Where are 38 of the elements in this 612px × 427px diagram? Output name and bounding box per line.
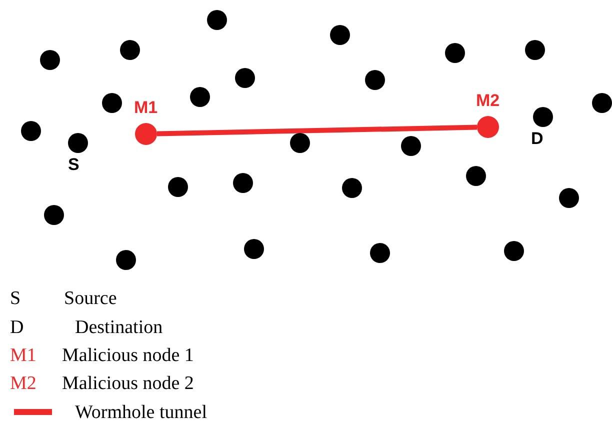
network-node: [168, 177, 188, 197]
wormhole-line: [156, 124, 478, 136]
network-node: [559, 188, 579, 208]
legend-text: Source: [64, 289, 117, 308]
network-node: [44, 205, 64, 225]
legend-text: Malicious node 1: [62, 346, 194, 365]
network-node: [401, 136, 421, 156]
legend-key: M2: [10, 374, 36, 393]
node-label: S: [68, 155, 80, 175]
network-node: [21, 121, 41, 141]
network-node: [235, 68, 255, 88]
node-label: M2: [476, 91, 500, 111]
network-node: [233, 173, 253, 193]
network-node: [207, 10, 227, 30]
legend-text: Destination: [75, 318, 163, 337]
network-node: [466, 166, 486, 186]
network-node: [102, 93, 122, 113]
network-node: [445, 43, 465, 63]
legend-text: Wormhole tunnel: [75, 403, 207, 422]
network-node: [190, 87, 210, 107]
network-node: [342, 178, 362, 198]
node-label: D: [531, 129, 544, 149]
network-node: [592, 93, 612, 113]
network-node: [504, 241, 524, 261]
legend-key: S: [10, 289, 21, 308]
legend-key: M1: [10, 346, 36, 365]
network-node: [365, 70, 385, 90]
network-node: [120, 40, 140, 60]
network-node: [244, 239, 264, 259]
network-node: [290, 133, 310, 153]
node-label: M1: [134, 98, 158, 118]
legend-key: D: [10, 318, 24, 337]
network-node: [116, 250, 136, 270]
network-node: [40, 50, 60, 70]
legend-text: Malicious node 2: [62, 374, 194, 393]
network-node: [330, 25, 350, 45]
network-node: [525, 40, 545, 60]
network-node: [370, 243, 390, 263]
